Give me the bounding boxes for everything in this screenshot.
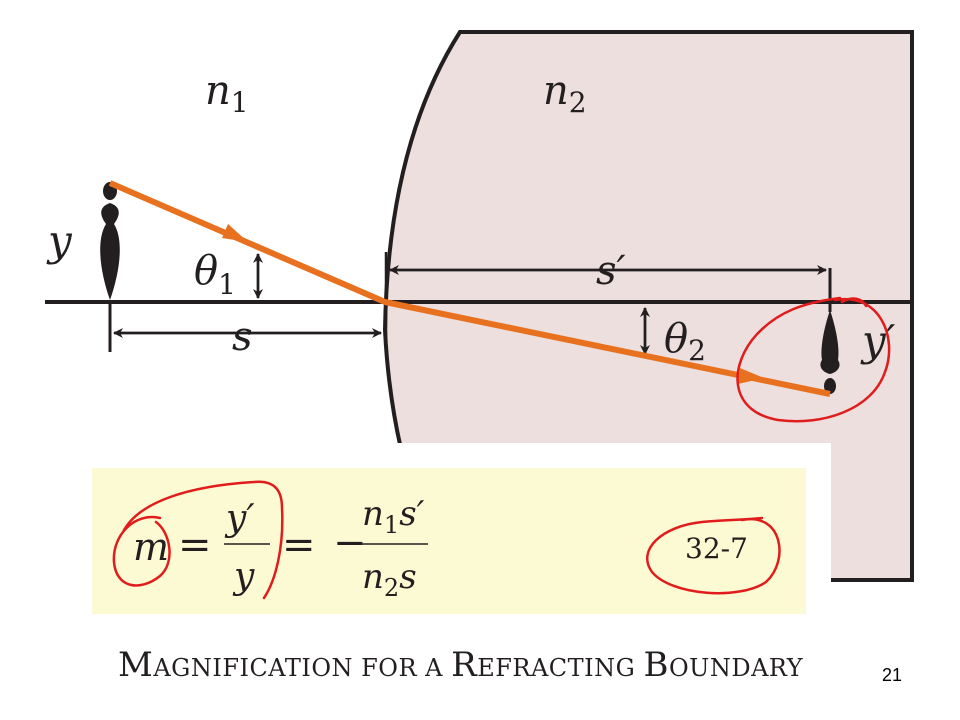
equation-equals-1: = [178, 522, 212, 568]
svg-text:n2: n2 [543, 68, 587, 119]
image-distance-label: s′ [596, 248, 626, 294]
svg-text:n2s: n2s [362, 557, 417, 602]
incidence-angle-subscript: 1 [218, 268, 236, 301]
equation-lhs: m [133, 525, 169, 569]
svg-text:θ2: θ2 [664, 316, 706, 367]
svg-text:n1s′: n1s′ [362, 494, 425, 539]
annotation-circle-image [736, 296, 891, 423]
image-distance-dimension [384, 252, 827, 300]
caption-part-2: EFRACTING [477, 654, 643, 682]
fraction-2-denominator-s: s [399, 557, 416, 597]
image-height-label: y′ [860, 316, 896, 365]
fraction-1-denominator: y [232, 556, 255, 597]
medium-left-subscript: 1 [231, 86, 249, 119]
caption-capital-2: R [451, 645, 478, 685]
caption-part-1: AGNIFICATION FOR A [152, 654, 451, 682]
medium-right-subscript: 2 [569, 86, 587, 119]
object-distance-dimension [113, 310, 388, 342]
object-figure [100, 182, 120, 352]
equation: m = y′ y = − n1s′ n2s 32-7 [133, 494, 748, 602]
figure-caption: MAGNIFICATION FOR A REFRACTING BOUNDARY [118, 645, 804, 685]
annotation-bracket-fraction [122, 480, 284, 600]
image-figure [820, 268, 840, 394]
annotation-circle-eqnum [646, 516, 781, 595]
fraction-2-numerator-n: n [362, 494, 384, 534]
fraction-2-numerator-sub: 1 [384, 511, 399, 539]
incidence-angle-label: θ [194, 248, 218, 294]
equation-minus: − [333, 520, 367, 566]
refraction-angle-subscript: 2 [688, 334, 706, 367]
object-distance-label: s [232, 314, 253, 360]
svg-text:n1: n1 [205, 68, 249, 119]
light-ray [108, 180, 831, 397]
refraction-angle-label: θ [664, 316, 688, 362]
medium-right-label: n [543, 68, 569, 114]
fraction-2-numerator-s: s′ [399, 494, 424, 534]
fraction-2-denominator-sub: 2 [384, 574, 399, 602]
annotation-circle-m [112, 515, 171, 587]
ray-arrow-icon [222, 224, 248, 242]
equation-number: 32-7 [685, 532, 748, 565]
caption-capital-3: B [643, 645, 669, 685]
object-height-label: y [46, 216, 73, 265]
svg-text:θ1: θ1 [194, 248, 236, 301]
page-number: 21 [882, 665, 902, 685]
medium-left-label: n [205, 68, 231, 114]
caption-capital-1: M [118, 645, 153, 685]
equation-equals-2: = [282, 522, 316, 568]
red-annotations [112, 296, 891, 600]
caption-part-3: OUNDARY [669, 654, 804, 682]
ray-arrow-icon [738, 368, 764, 384]
fraction-1-numerator: y′ [224, 498, 255, 539]
fraction-2-denominator-n: n [362, 557, 384, 597]
